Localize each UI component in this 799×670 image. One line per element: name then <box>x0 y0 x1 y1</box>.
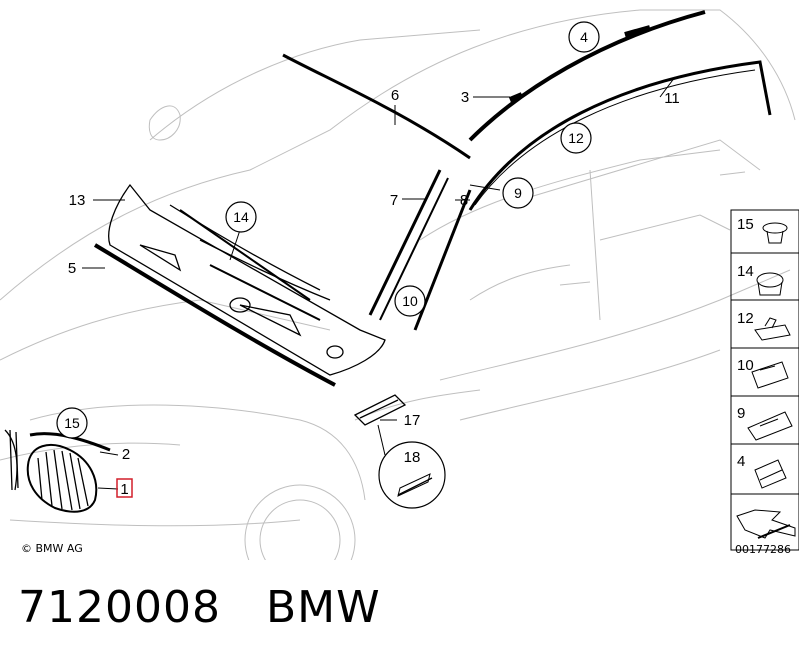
legend-clip-icons <box>747 222 793 489</box>
highlight-box <box>116 478 133 498</box>
parts <box>4 10 772 513</box>
leader-lines <box>71 76 676 490</box>
callout-label-1: 1 <box>120 481 128 498</box>
copyright-text: © BMW AG <box>21 542 83 555</box>
legend-label-14: 14 <box>737 263 754 280</box>
callout-label-10: 10 <box>402 293 418 309</box>
diagram-code: 00177286 <box>735 543 791 556</box>
callout-circle-4 <box>568 21 600 53</box>
callout-label-7: 7 <box>390 192 398 209</box>
callout-label-11: 11 <box>664 90 680 107</box>
callout-label-13: 13 <box>69 192 86 209</box>
parts-diagram: 4 12 9 14 10 15 6 3 11 13 7 8 5 17 18 2 … <box>0 9 799 560</box>
callout-label-6: 6 <box>391 87 399 104</box>
callout-label-9: 9 <box>514 185 522 201</box>
callout-label-3: 3 <box>461 89 469 106</box>
legend-label-15: 15 <box>737 216 754 233</box>
callout-circle-12 <box>560 122 592 154</box>
legend-label-12: 12 <box>737 310 754 327</box>
callout-circle-9 <box>502 177 534 209</box>
brand-name: BMW <box>265 582 381 633</box>
callout-label-5: 5 <box>68 260 76 277</box>
callout-label-18: 18 <box>404 449 421 466</box>
callout-1-highlight: 1 <box>116 478 133 498</box>
arrow-icon <box>736 509 796 539</box>
callout-label-2: 2 <box>122 446 130 463</box>
callout-label-4: 4 <box>580 29 588 45</box>
callout-label-12: 12 <box>568 130 584 146</box>
part-number: 7120008 <box>18 582 221 633</box>
callout-label-14: 14 <box>233 209 249 225</box>
legend-label-10: 10 <box>737 357 754 374</box>
callout-circle-10 <box>394 285 426 317</box>
circled-callouts <box>56 21 600 439</box>
callout-label-15: 15 <box>64 415 80 431</box>
legend-label-4: 4 <box>737 453 745 470</box>
callout-circle-14 <box>225 201 257 233</box>
callout-labels: 4 12 9 14 10 15 6 3 11 13 7 8 5 17 18 2 <box>64 29 680 466</box>
callout-label-8: 8 <box>460 192 468 209</box>
fastener-legend: 15 14 12 10 9 4 <box>730 209 799 551</box>
callout-circle-15 <box>56 407 88 439</box>
callout-label-17: 17 <box>404 412 421 429</box>
badge-inset-circle <box>378 441 446 509</box>
legend-label-9: 9 <box>737 405 745 422</box>
part-footer: 7120008 BMW <box>18 582 381 633</box>
